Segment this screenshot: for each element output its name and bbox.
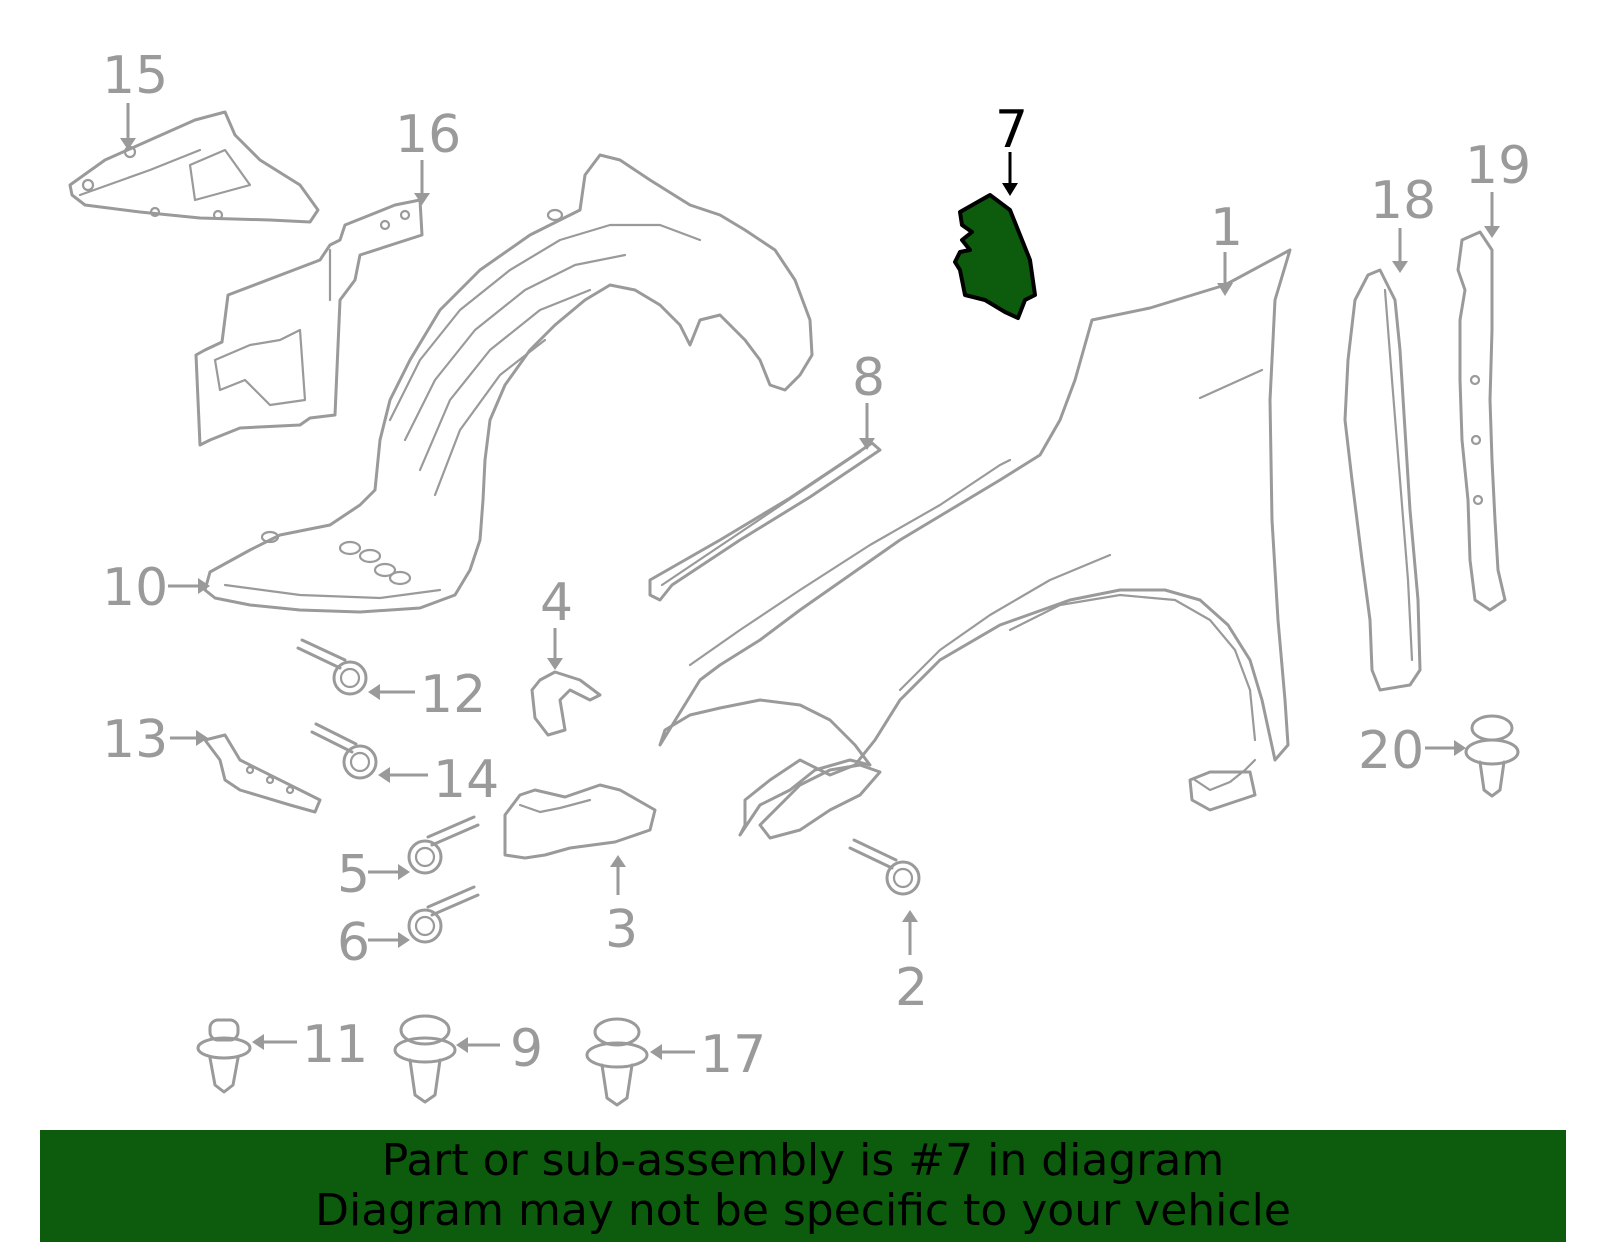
callout-8: 8 — [852, 348, 885, 408]
part-10-fender-liner[interactable] — [203, 153, 814, 614]
part-6-bolt[interactable] — [407, 885, 480, 944]
part-16-shield[interactable] — [194, 198, 424, 447]
callout-9: 9 — [510, 1019, 543, 1079]
part-4-clip[interactable] — [530, 670, 602, 737]
callout-1: 1 — [1210, 198, 1243, 258]
part-17-clip[interactable] — [585, 1017, 649, 1107]
part-8-seal-strip[interactable] — [648, 441, 882, 602]
part-13-bracket[interactable] — [203, 733, 322, 814]
callout-16: 16 — [395, 105, 461, 165]
part-2-bolt[interactable] — [848, 838, 921, 896]
part-7-highlighted[interactable] — [953, 193, 1037, 320]
callout-4: 4 — [540, 573, 573, 633]
banner-line-2: Diagram may not be specific to your vehi… — [315, 1185, 1291, 1236]
callout-6: 6 — [337, 913, 370, 973]
callout-labels: 15 16 7 1 18 19 8 10 4 12 13 14 5 6 3 2 … — [102, 46, 1531, 1085]
part-18-trim[interactable] — [1343, 268, 1422, 692]
callout-19: 19 — [1465, 136, 1531, 196]
callout-20: 20 — [1358, 721, 1424, 781]
part-15-bracket[interactable] — [68, 110, 320, 224]
callout-3: 3 — [605, 900, 638, 960]
part-19-pillar[interactable] — [1456, 230, 1507, 612]
banner-line-1: Part or sub-assembly is #7 in diagram — [381, 1135, 1225, 1186]
callout-7: 7 — [995, 100, 1028, 160]
part-5-bolt[interactable] — [407, 815, 480, 875]
callout-17: 17 — [700, 1025, 766, 1085]
callout-5: 5 — [337, 845, 370, 905]
callout-arrows — [120, 103, 1500, 1060]
callout-10: 10 — [102, 558, 168, 618]
callout-2: 2 — [895, 958, 928, 1018]
part-1-fender[interactable] — [658, 248, 1292, 840]
callout-11: 11 — [302, 1015, 368, 1075]
callout-18: 18 — [1370, 171, 1436, 231]
callout-12: 12 — [420, 665, 486, 725]
part-3-bracket[interactable] — [503, 783, 657, 860]
callout-15: 15 — [102, 46, 168, 106]
callout-13: 13 — [102, 710, 168, 770]
part-12-bolt[interactable] — [296, 638, 368, 696]
info-banner: Part or sub-assembly is #7 in diagram Di… — [40, 1130, 1566, 1242]
part-14-bolt[interactable] — [310, 722, 378, 780]
part-20-clip[interactable] — [1464, 714, 1520, 798]
callout-14: 14 — [433, 750, 499, 810]
part-11-clip[interactable] — [196, 1018, 252, 1094]
part-9-clip[interactable] — [393, 1014, 457, 1104]
